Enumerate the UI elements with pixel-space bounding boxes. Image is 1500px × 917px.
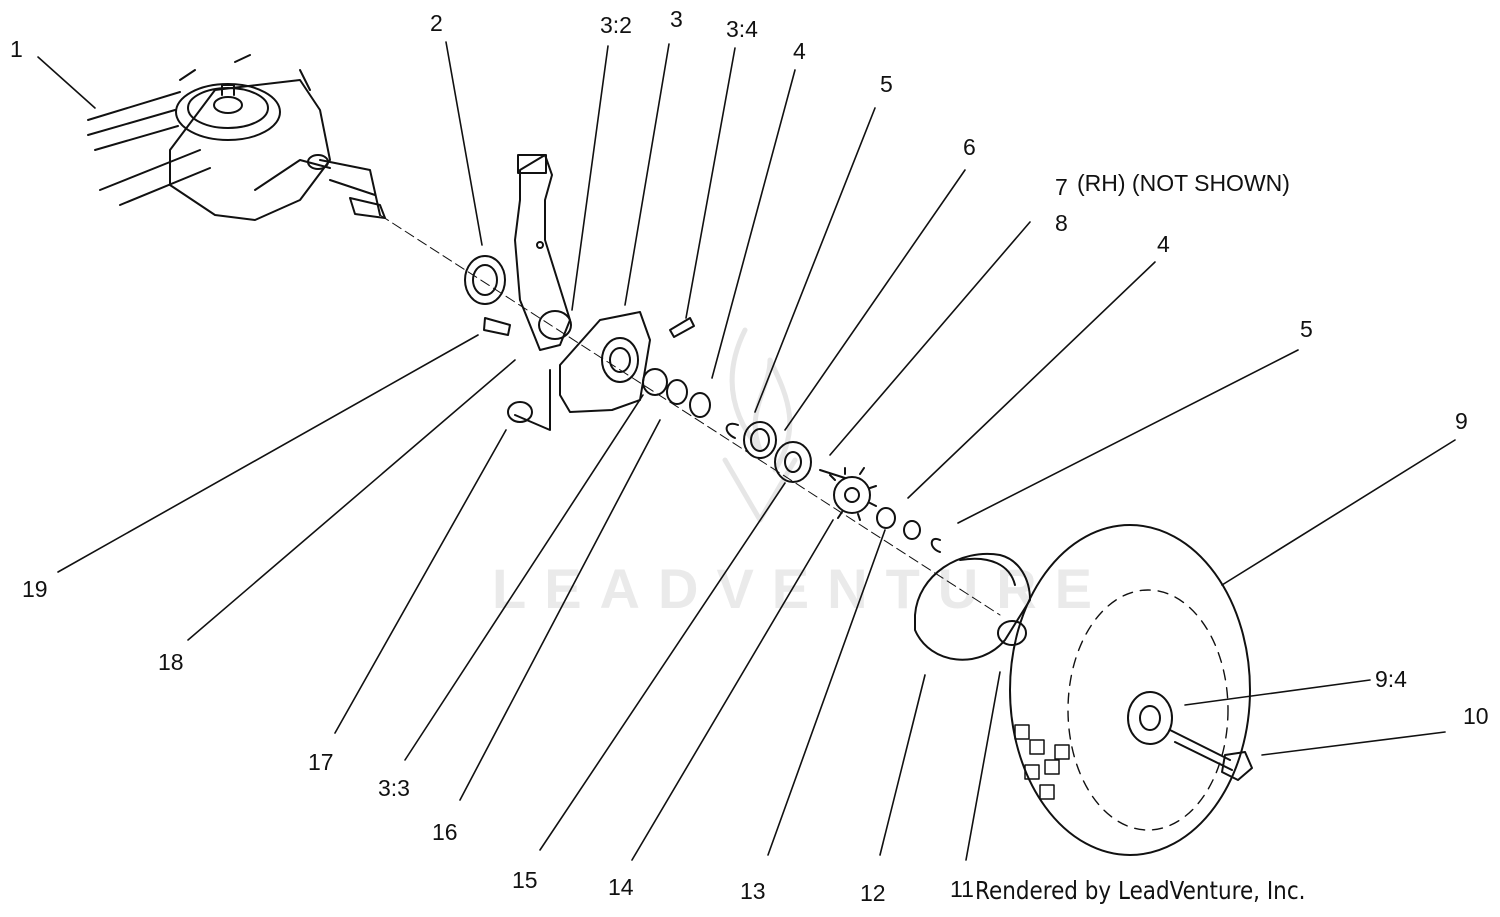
callout-3-3: 3:3 (378, 775, 410, 801)
part-9-wheel (1009, 524, 1251, 856)
callout-12: 12 (860, 880, 886, 906)
axle-centerline (379, 214, 1001, 616)
part-18-bracket (514, 154, 571, 431)
part-10-bolt (1169, 729, 1253, 781)
callout-19: 19 (22, 576, 48, 602)
callout-4-upper: 4 (793, 38, 806, 64)
callout-13: 13 (740, 878, 766, 904)
credit-text: Rendered by LeadVenture, Inc. (975, 876, 1306, 905)
callout-10: 10 (1463, 703, 1489, 729)
callout-7-note: (RH) (NOT SHOWN) (1077, 170, 1290, 196)
callout-11: 11 (950, 876, 974, 902)
part-13-pinion-gear (829, 467, 941, 553)
part-2-seal (464, 255, 506, 305)
callout-3-4: 3:4 (726, 16, 758, 42)
callout-3-2: 3:2 (600, 12, 632, 38)
callout-3: 3 (670, 6, 683, 32)
callout-8: 8 (1055, 210, 1068, 236)
part-3-housing (538, 310, 651, 413)
leader-lines (37, 41, 1456, 861)
callout-9-4: 9:4 (1375, 666, 1407, 692)
callout-18: 18 (158, 649, 184, 675)
washers-and-bearings (666, 379, 846, 483)
callout-15: 15 (512, 867, 538, 893)
transmission-assembly (87, 54, 386, 221)
callout-1: 1 (10, 36, 23, 62)
callout-9: 9 (1455, 408, 1468, 434)
callout-16: 16 (432, 819, 458, 845)
callout-17: 17 (308, 749, 334, 775)
callout-14: 14 (608, 874, 634, 900)
part-12-drive-cup (914, 552, 1031, 661)
callout-5-upper: 5 (880, 71, 893, 97)
callout-4-lower: 4 (1157, 231, 1170, 257)
callout-2: 2 (430, 10, 443, 36)
callout-5-lower: 5 (1300, 316, 1313, 342)
small-fasteners (483, 317, 695, 423)
callout-6: 6 (963, 134, 976, 160)
callout-7: 7 (1055, 174, 1068, 200)
